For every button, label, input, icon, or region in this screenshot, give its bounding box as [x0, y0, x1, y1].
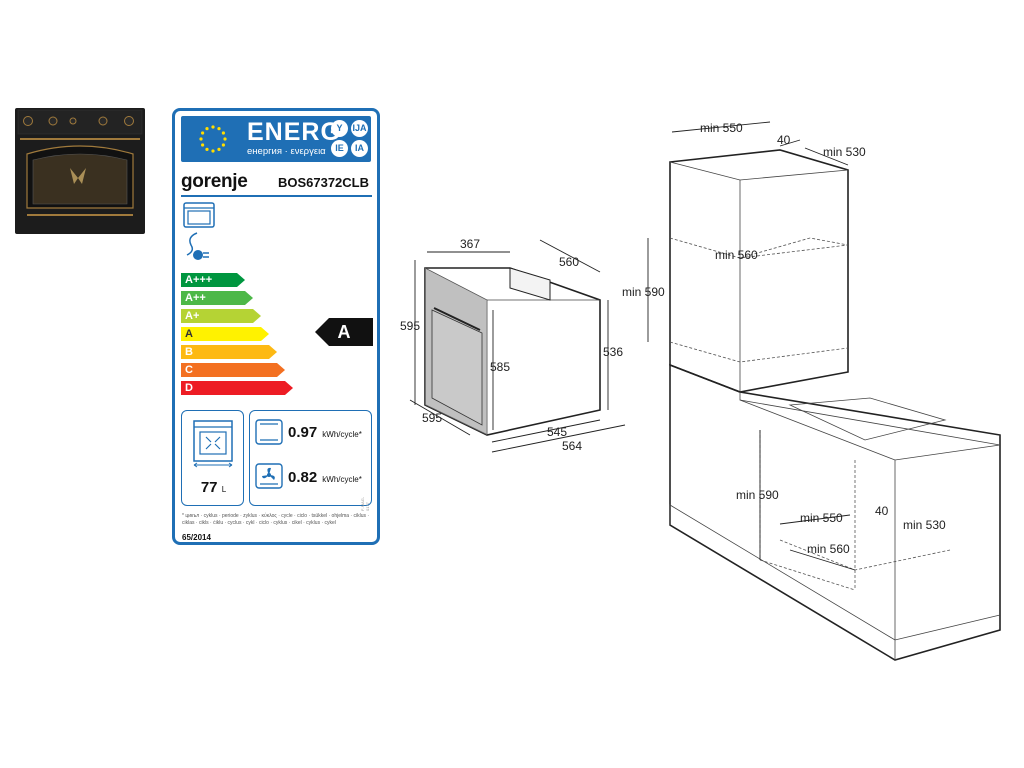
conventional-consumption-value: 0.97	[288, 424, 318, 441]
dimension-label: min 550	[700, 121, 743, 135]
model-number: BOS67372CLB	[277, 175, 369, 190]
energy-label-header: ENERG енергия · ενεργεια Y IJA IE IA	[181, 116, 371, 162]
dimension-label: min 590	[736, 488, 779, 502]
fan-icon	[255, 463, 283, 493]
regulation-number: 65/2014	[182, 533, 211, 542]
countertop-front	[739, 399, 1001, 461]
oven-photo-illustration	[15, 108, 145, 234]
oven-icon	[183, 202, 215, 232]
header-divider	[181, 195, 372, 197]
dimension-label: 564	[562, 439, 582, 453]
dimension-line	[539, 239, 601, 273]
energy-class-arrow: C	[181, 363, 285, 377]
energy-class-arrow: A+++	[181, 273, 245, 287]
dimension-label: 595	[422, 411, 442, 425]
dimension-label: 595	[400, 319, 420, 333]
dimension-label: min 560	[807, 542, 850, 556]
energy-class-arrow: A+	[181, 309, 261, 323]
energy-class-arrow: B	[181, 345, 277, 359]
conventional-heat-icon	[255, 419, 283, 449]
dimension-label: min 560	[715, 248, 758, 262]
dimension-line	[491, 419, 601, 443]
volume-box: 77 L	[181, 410, 244, 506]
energy-rating-indicator: A	[315, 318, 373, 346]
energy-class-arrow: A	[181, 327, 269, 341]
cycle-footnote-line: ciklas · cikls · ċiklu · cyclus · cykl ·…	[182, 520, 336, 526]
column-top-edge	[669, 161, 849, 181]
brand-name: gorenje	[181, 171, 248, 192]
energy-label: ENERG енергия · ενεργεια Y IJA IE IA gor…	[172, 108, 380, 545]
dimension-label: min 550	[800, 511, 843, 525]
oven-door-window	[431, 309, 483, 426]
dimension-label: 40	[777, 133, 791, 147]
oven-dimension-drawing: 367 560 595 585 536 595 545 564	[400, 237, 626, 453]
dimension-line	[491, 424, 626, 453]
oven-volume-icon	[192, 419, 234, 479]
dimension-label: 545	[547, 425, 567, 439]
dimension-label: 585	[490, 360, 510, 374]
cutout-line	[669, 341, 849, 363]
tall-column-outline	[669, 149, 849, 393]
cycle-footnote: * цикъл · cyklus · periode · zyklus · κύ…	[182, 513, 372, 527]
forced-air-consumption-value: 0.82	[288, 469, 318, 486]
consumption-box: 0.97 kWh/cycle* 0.82 kWh/cycle*	[249, 410, 372, 506]
dimension-line	[779, 139, 801, 147]
hob-cutout	[788, 397, 947, 441]
cycle-footnote-line: * цикъл · cyklus · periode · zyklus · κύ…	[182, 513, 370, 519]
dimension-line	[804, 147, 849, 166]
dimension-line	[779, 514, 851, 525]
oven-rear-step	[509, 267, 551, 301]
dimension-line	[409, 399, 471, 436]
conventional-consumption-unit: kWh/cycle*	[322, 430, 362, 439]
forced-air-consumption-unit: kWh/cycle*	[322, 475, 362, 484]
energy-class-arrow: A++	[181, 291, 253, 305]
eu-flag-icon	[184, 119, 242, 159]
energy-class-arrow: D	[181, 381, 293, 395]
language-code: IE	[331, 140, 348, 157]
oven-product-photo	[15, 108, 145, 234]
energy-title: ENERG	[247, 118, 341, 146]
language-code: Y	[331, 120, 348, 137]
dimension-label: 560	[559, 255, 579, 269]
dimension-label: 536	[603, 345, 623, 359]
oven-door-handle	[433, 307, 481, 331]
volume-value: 77	[200, 479, 218, 496]
language-code: IA	[351, 140, 368, 157]
dimension-line	[671, 121, 771, 133]
label-code: F-MAG-0177	[360, 496, 370, 511]
dimension-label: 40	[875, 504, 889, 518]
language-code: IJA	[351, 120, 368, 137]
dimension-line	[789, 549, 856, 571]
installation-drawing: min 550 40 min 530 min 560 min 590 min 5…	[622, 121, 1001, 661]
dimension-label: min 590	[622, 285, 665, 299]
energy-subtitle: енергия · ενεργεια	[247, 146, 326, 157]
plinth-line	[669, 504, 1001, 641]
cutout-line	[669, 237, 849, 259]
cutout-line	[739, 237, 849, 259]
dimension-label: min 530	[823, 145, 866, 159]
countertop-edge	[739, 392, 1001, 446]
plug-icon	[183, 231, 219, 265]
dimension-label: min 530	[903, 518, 946, 532]
volume-unit: L	[221, 485, 227, 494]
dimension-label: 367	[460, 237, 480, 251]
